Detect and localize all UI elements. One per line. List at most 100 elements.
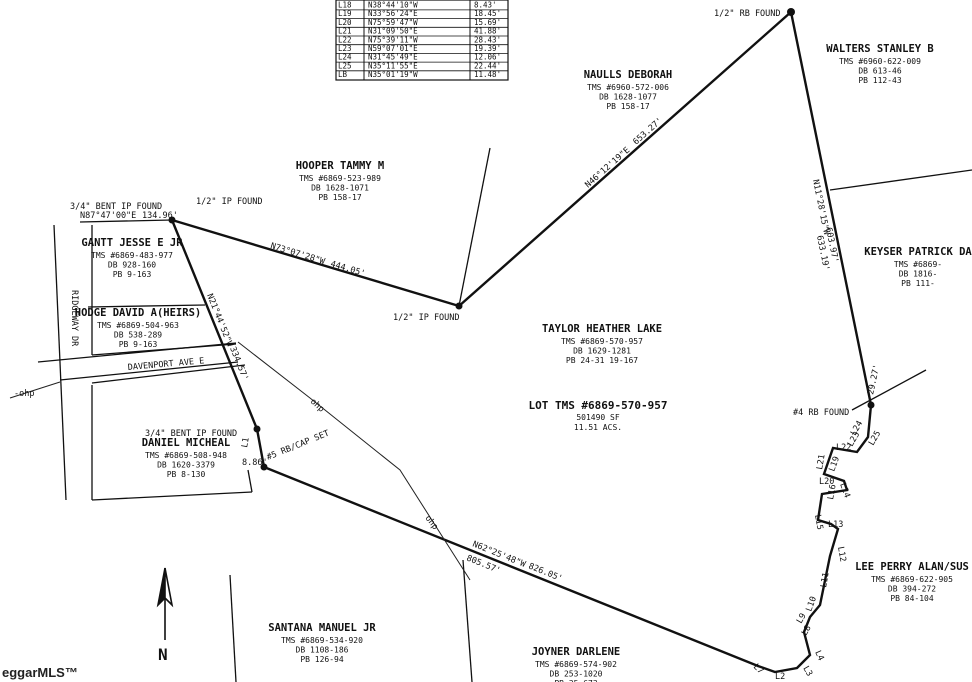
owner-taylor-name: TAYLOR HEATHER LAKE [542, 323, 662, 335]
table-cell-dist: 22.44' [474, 61, 501, 70]
table-cell-bearing: N33°56'24"E [368, 9, 418, 18]
owner-santana-tms: TMS #6869-534-920 [281, 636, 363, 645]
course-label-l10: L10 [804, 595, 819, 613]
bearing-top: N87°47'00"E [80, 211, 136, 221]
course-label-l1: L1 [240, 437, 252, 449]
distance-naulls: 653.27' [631, 116, 664, 147]
brand-logo: eggarMLS™ [2, 665, 78, 680]
owner-santana-db: DB 1108-186 [296, 646, 349, 655]
course-label-l13: L13 [828, 520, 843, 530]
bearing-gantt: N21°44'52"W [204, 292, 235, 349]
table-cell-line: L20 [338, 18, 352, 27]
table-cell-line: L18 [338, 1, 352, 10]
table-cell-dist: 28.43' [474, 35, 501, 44]
owner-hodge-name: HODGE DAVID A(HEIRS) [75, 307, 201, 319]
owner-hooper-db: DB 1628-1071 [311, 184, 369, 193]
course-label-l20: L20 [819, 477, 834, 487]
course-label-l19: L19 [827, 455, 842, 473]
table-cell-line: L22 [338, 35, 352, 44]
road-ridgeway: RIDGEWAY DR [69, 290, 79, 347]
ohp-label-1: -ohp [14, 389, 34, 399]
table-cell-line: LB [338, 70, 348, 79]
course-label-l12: L12 [835, 546, 848, 563]
owner-lee-pb: PB 84-104 [890, 594, 934, 603]
owner-gantt-db: DB 928-160 [108, 261, 156, 270]
owner-gantt-pb: PB 9-163 [113, 270, 152, 279]
owner-santana-name: SANTANA MANUEL JR [268, 622, 376, 634]
owner-taylor-tms: TMS #6869-570-957 [561, 337, 643, 346]
course-label-l3: L3 [800, 665, 814, 679]
course-label-l21: L21 [815, 454, 828, 471]
table-cell-line: L21 [338, 27, 352, 36]
owner-keyser-name: KEYSER PATRICK DA [864, 246, 972, 258]
course-label-l22: L22 [836, 443, 851, 453]
table-cell-bearing: N35°01'19"W [368, 70, 418, 79]
table-cell-dist: 15.69' [474, 18, 501, 27]
owner-walters-pb: PB 112-43 [858, 76, 902, 85]
table-cell-dist: 12.06' [474, 53, 501, 62]
distance-right: 29.27' [866, 363, 882, 395]
owner-joyner-db: DB 253-1020 [550, 670, 603, 679]
label-rb-found-top: 1/2" RB FOUND [714, 9, 781, 19]
course-label-l2: L2 [775, 672, 785, 682]
lot-area-acs: 11.51 ACS. [574, 423, 622, 432]
monument-markers [168, 8, 875, 471]
owner-gantt-name: GANTT JESSE E JR [81, 237, 183, 249]
owner-walters-name: WALTERS STANLEY B [826, 43, 933, 55]
ohp-label-2: ohp [308, 397, 326, 415]
owner-keyser-tms: TMS #6869- [894, 260, 942, 269]
owner-daniel-pb: PB 8-130 [167, 470, 206, 479]
owner-hodge-pb: PB 9-163 [119, 340, 158, 349]
table-cell-bearing: N31°09'50"E [368, 27, 418, 36]
course-label-l24: L24 [849, 419, 865, 437]
owner-lee-name: LEE PERRY ALAN/SUS [855, 561, 969, 573]
table-cell-bearing: N75°59'47"W [368, 18, 418, 27]
owner-lee-db: DB 394-272 [888, 585, 936, 594]
owner-keyser-pb: PB 111- [901, 279, 935, 288]
owner-keyser: KEYSER PATRICK DA TMS #6869-DB 1816-PB 11… [864, 246, 972, 288]
label-bent-ip-found-2: 3/4" BENT IP FOUND [145, 429, 237, 439]
owner-hooper-pb: PB 158-17 [318, 193, 362, 202]
table-cell-bearing: N35°11'55"E [368, 61, 418, 70]
course-label-l14: L14 [837, 482, 852, 500]
owner-hodge: HODGE DAVID A(HEIRS)TMS #6869-504-963DB … [75, 307, 201, 349]
table-cell-dist: 19.39' [474, 44, 501, 53]
owner-keyser-db: DB 1816- [899, 270, 938, 279]
distance-top: 134.96' [142, 211, 178, 221]
table-cell-line: L25 [338, 61, 352, 70]
north-label: N [158, 645, 168, 664]
table-cell-line: L19 [338, 9, 352, 18]
owner-naulls-name: NAULLS DEBORAH [584, 69, 673, 81]
owner-walters-db: DB 613-46 [858, 67, 902, 76]
label-rb-found-4: #4 RB FOUND [793, 408, 849, 418]
table-cell-line: L24 [338, 53, 352, 62]
bearing-hooper: N73°07'28"W [269, 241, 327, 267]
course-label-l15: L15 [812, 514, 825, 531]
distance-hooper: 444.05' [329, 259, 366, 279]
owner-joyner-name: JOYNER DARLENE [532, 646, 621, 658]
property-boundary [170, 10, 873, 674]
course-label-l9: L9 [795, 612, 809, 626]
owner-joyner-pb: PB 35-673 [554, 679, 598, 682]
owner-taylor-pb: PB 24-31 19-167 [566, 356, 638, 365]
distance-small: 8.86' [242, 458, 268, 468]
overhead-power-line [9, 341, 471, 581]
owner-lee-tms: TMS #6869-622-905 [871, 575, 953, 584]
owner-daniel-db: DB 1620-3379 [157, 461, 215, 470]
adjoining-lines [37, 147, 972, 682]
owner-naulls-tms: TMS #6960-572-006 [587, 83, 669, 92]
owner-hodge-tms: TMS #6869-504-963 [97, 321, 179, 330]
lot-area-sf: 501490 SF [576, 413, 620, 422]
table-cell-bearing: N75°39'11"W [368, 35, 418, 44]
table-cell-bearing: N31°45'49"E [368, 53, 418, 62]
